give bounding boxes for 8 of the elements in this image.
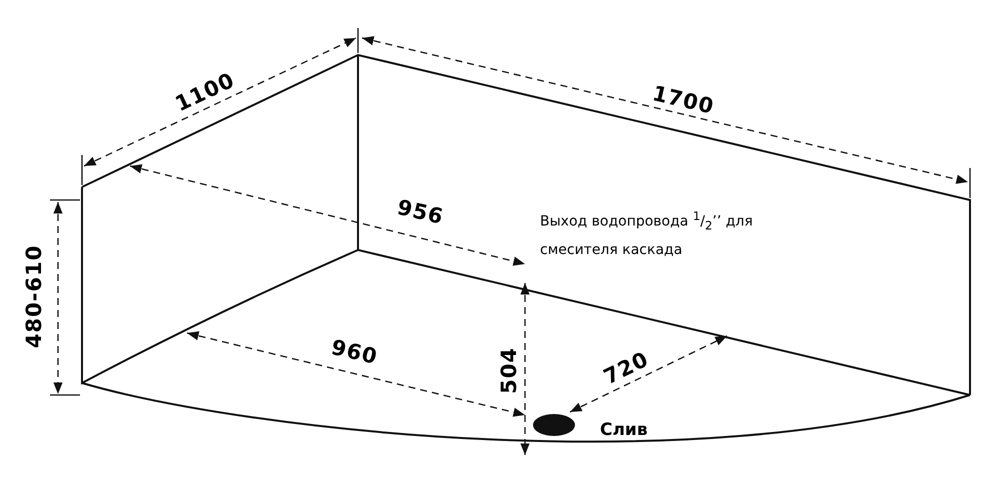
dimension-label: 1700 xyxy=(650,82,716,118)
dimension-label: 960 xyxy=(328,336,380,368)
dimension-label: 956 xyxy=(394,196,446,228)
drain-label: Слив xyxy=(600,422,648,438)
dimension-label: 504 xyxy=(498,346,520,394)
note-text: Выход водопровода $^{1}$/$_{2}$’’ для смесителя каскада xyxy=(540,208,754,260)
dimension-label: 480-610 xyxy=(24,244,45,348)
dimension-label: 720 xyxy=(600,348,652,388)
